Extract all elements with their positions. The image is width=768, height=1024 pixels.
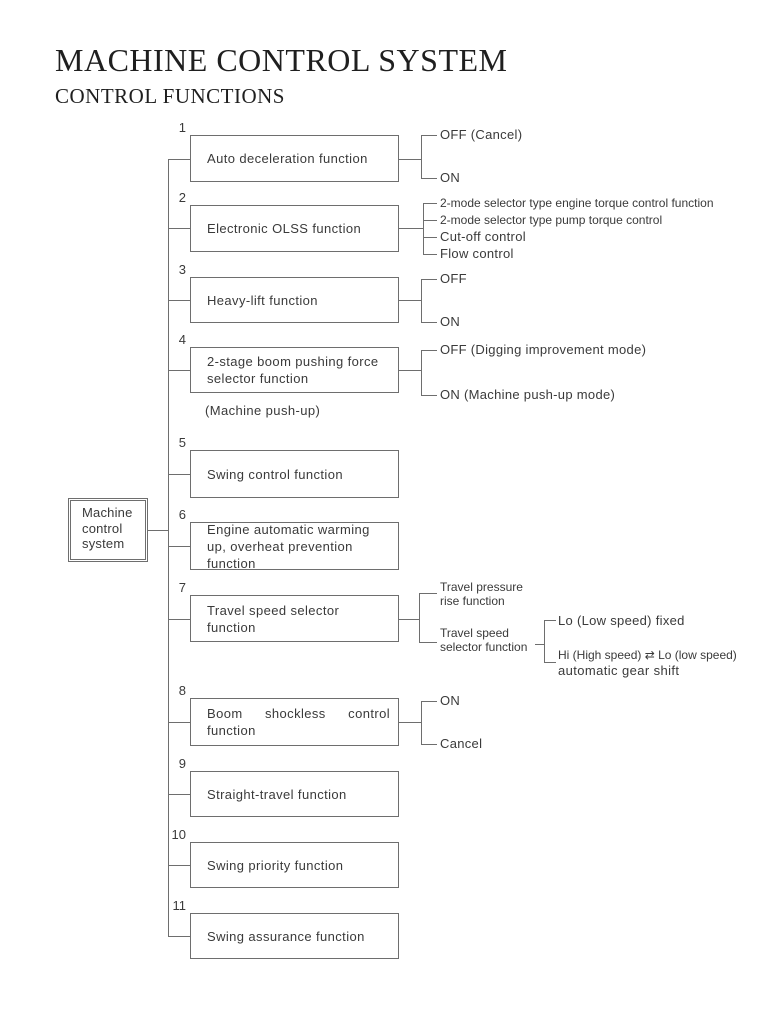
branch-label: Hi (High speed) ⇄ Lo (low speed) automat…	[558, 648, 737, 678]
function-number: 8	[178, 683, 186, 698]
connector-line	[168, 370, 190, 371]
branch-bracket-line	[419, 593, 420, 643]
connector-line	[399, 370, 421, 371]
connector-line	[421, 744, 437, 745]
branch-label: OFF (Digging improvement mode)	[440, 342, 647, 357]
function-number: 2	[178, 190, 186, 205]
function-label: Electronic OLSS function	[207, 221, 362, 236]
function-number: 5	[178, 435, 186, 450]
function-box-3: Heavy-lift function	[190, 277, 399, 323]
connector-line	[399, 159, 421, 160]
connector-line	[423, 220, 437, 221]
branch-label: ON (Machine push-up mode)	[440, 387, 616, 402]
branch-bracket-line	[421, 135, 422, 179]
function-label: Auto deceleration function	[207, 151, 368, 166]
branch-label: OFF (Cancel)	[440, 127, 523, 142]
branch-bracket-line	[544, 620, 545, 663]
branch-label: 2-mode selector type pump torque control	[440, 213, 663, 227]
root-node-label: Machine control system	[82, 505, 133, 551]
function-label: Swing priority function	[207, 857, 344, 873]
connector-line	[544, 662, 556, 663]
branch-label: 2-mode selector type engine torque contr…	[440, 196, 714, 210]
connector-line	[168, 474, 190, 475]
function-box-10: Swing priority function	[190, 842, 399, 888]
branch-label: OFF	[440, 271, 467, 286]
connector-line	[399, 300, 421, 301]
branch-bracket-line	[421, 279, 422, 323]
function-number: 11	[172, 898, 187, 913]
function-label: Heavy-lift function	[207, 292, 318, 308]
connector-line	[535, 644, 544, 645]
connector-line	[421, 178, 437, 179]
function-number: 9	[178, 756, 186, 771]
function-number: 4	[178, 332, 186, 347]
branch-label: Travel speed selector function	[440, 626, 528, 654]
connector-line	[421, 279, 437, 280]
connector-line	[168, 300, 190, 301]
function-box-8: Boom shockless control function	[190, 698, 399, 746]
connector-line	[419, 593, 437, 594]
function-box-6: Engine automatic warming up, overheat pr…	[190, 521, 399, 571]
connector-line	[399, 722, 421, 723]
function-box-2: Electronic OLSS function	[190, 205, 399, 252]
branch-bracket-line	[421, 701, 422, 745]
function-box-11: Swing assurance function	[190, 913, 399, 959]
function-label: Boom shockless control function	[207, 706, 390, 738]
connector-line	[421, 395, 437, 396]
function-number: 3	[178, 262, 186, 277]
function-label: Swing assurance function	[207, 928, 365, 944]
function-box-4: 2-stage boom pushing force selector func…	[190, 347, 399, 393]
branch-label: ON	[440, 170, 461, 185]
page-title: MACHINE CONTROL SYSTEM	[55, 42, 508, 78]
function-label: Engine automatic warming up, overheat pr…	[207, 521, 370, 571]
tree-spine-line	[168, 159, 169, 937]
function-label: Swing control function	[207, 466, 343, 482]
branch-label: Travel pressure rise function	[440, 580, 523, 608]
function-box-7: Travel speed selector function	[190, 595, 399, 642]
branch-label: ON	[440, 693, 461, 708]
branch-label-line: automatic gear shift	[558, 663, 680, 678]
branch-bracket-line	[421, 350, 422, 396]
branch-label: Cut-off control	[440, 229, 526, 244]
page-subtitle: CONTROL FUNCTIONS	[55, 84, 285, 108]
connector-line	[544, 620, 556, 621]
connector-line	[168, 936, 190, 937]
connector-line	[399, 619, 419, 620]
connector-line	[168, 794, 190, 795]
connector-line	[421, 322, 437, 323]
function-number: 1	[178, 120, 186, 135]
branch-label-line: Hi (High speed) ⇄ Lo (low speed)	[558, 648, 737, 662]
connector-line	[423, 237, 437, 238]
function-note: (Machine push-up)	[205, 403, 321, 418]
function-label: Travel speed selector function	[207, 602, 340, 635]
branch-label: Cancel	[440, 736, 483, 751]
connector-line	[421, 701, 437, 702]
connector-line	[423, 203, 437, 204]
function-number: 10	[171, 827, 186, 842]
connector-line	[168, 722, 190, 723]
branch-label: Flow control	[440, 246, 514, 261]
function-label: 2-stage boom pushing force selector func…	[207, 354, 379, 386]
function-number: 6	[178, 507, 186, 522]
connector-line	[168, 228, 190, 229]
branch-bracket-line	[423, 203, 424, 255]
function-box-1: Auto deceleration function	[190, 135, 399, 182]
connector-line	[419, 642, 437, 643]
function-label: Straight-travel function	[207, 786, 347, 802]
connector-line	[421, 350, 437, 351]
function-box-5: Swing control function	[190, 450, 399, 498]
branch-label: ON	[440, 314, 461, 329]
connector-line	[399, 228, 423, 229]
root-node: Machine control system	[68, 498, 148, 562]
branch-label: Lo (Low speed) fixed	[558, 613, 685, 628]
connector-line	[421, 135, 437, 136]
function-number: 7	[178, 580, 186, 595]
connector-line	[423, 254, 437, 255]
connector-line	[168, 159, 190, 160]
connector-line	[168, 546, 190, 547]
connector-line	[168, 865, 190, 866]
connector-line	[168, 619, 190, 620]
function-box-9: Straight-travel function	[190, 771, 399, 817]
root-connector-line	[148, 530, 168, 531]
